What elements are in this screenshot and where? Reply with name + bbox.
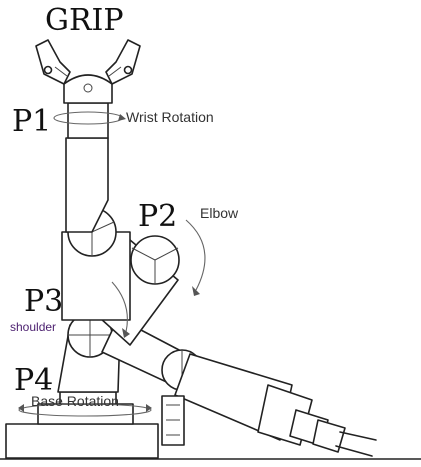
lowered-support-lines [166,404,180,436]
gripper-right-pivot [123,65,133,75]
wrist-rotation-arrowhead [118,114,126,121]
label-elbow: Elbow [200,205,239,221]
label-p4: P4 [14,363,53,398]
rotation-indicators [18,111,206,417]
shoulder-rotation-arrow [111,281,128,333]
base-rotation-arrowhead-right [146,404,152,412]
base-rotation-arrow [18,403,152,417]
gripper-head [63,74,113,104]
wrist-rotation-sleeve [67,102,109,139]
gripper-left-pivot [43,65,53,75]
elbow-rotation-arrow [185,219,206,291]
label-base-rotation: Base Rotation [31,393,119,409]
upper-column [63,74,113,233]
gripper-left-link [54,66,68,77]
gripper-right-jaw [105,39,141,85]
label-p1: P1 [12,104,51,139]
gripper-left-jaw [35,39,71,85]
lowered-gripper-base [312,419,346,453]
elbow-joint-marks [131,247,179,284]
lowered-gripper-fingers [335,431,377,457]
base-rotation-arrowhead-left [18,404,24,412]
base-block [5,423,159,459]
label-shoulder: shoulder [10,320,56,334]
label-p2: P2 [138,199,177,234]
elbow-rotation-arrowhead [192,286,200,296]
gripper-right-link [108,66,122,77]
raised-arm [61,207,180,346]
gripper [35,39,141,85]
label-grip: GRIP [45,3,124,38]
label-wrist-rotation: Wrist Rotation [126,109,214,125]
gripper-head-pin [83,83,93,93]
shoulder-rotation-arrowhead [122,328,130,338]
label-p3: P3 [24,284,63,319]
